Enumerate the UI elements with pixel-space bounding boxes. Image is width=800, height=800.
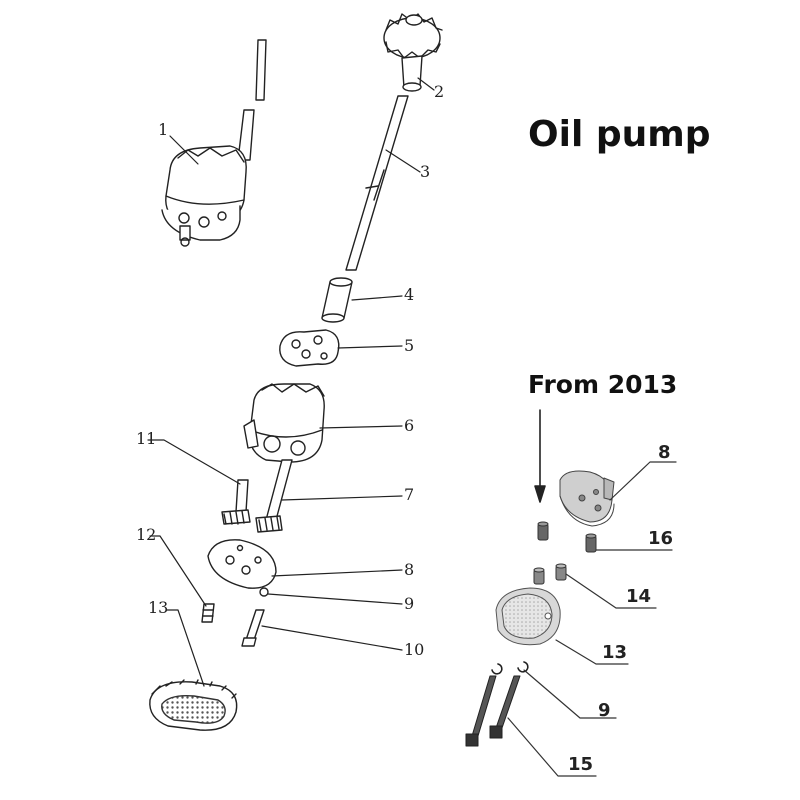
label-part-1: 1 xyxy=(158,120,169,139)
label-part-13: 13 xyxy=(148,598,169,617)
arrow-down xyxy=(534,409,546,503)
part-3-shaft xyxy=(345,95,409,271)
label-part-10: 10 xyxy=(404,640,425,659)
part-6-pump-body xyxy=(243,383,325,463)
new-part-9-circlips xyxy=(491,661,529,675)
part-4-sleeve xyxy=(321,277,353,323)
new-part-15-bolts xyxy=(465,675,521,747)
part-2-drive-gear xyxy=(383,13,443,92)
label-part-4: 4 xyxy=(404,285,415,304)
label-part-6: 6 xyxy=(404,416,415,435)
label-part-3: 3 xyxy=(420,162,431,181)
label-part-2: 2 xyxy=(434,82,445,101)
part-5-gasket xyxy=(279,329,340,367)
label-part-5: 5 xyxy=(404,336,415,355)
new-part-8-cover-plate xyxy=(559,470,615,527)
label-new-part-16: 16 xyxy=(648,528,674,549)
part-7-long-gear-shaft xyxy=(255,459,293,533)
label-new-part-9: 9 xyxy=(598,700,611,721)
new-part-16-dowel-pins xyxy=(537,521,597,553)
label-new-part-14: 14 xyxy=(626,586,652,607)
part-10-bolt xyxy=(241,609,265,647)
part-9-washer xyxy=(259,587,269,597)
part-13-oil-strainer xyxy=(149,679,238,731)
part-11-short-gear-shaft xyxy=(221,479,251,525)
label-new-part-13: 13 xyxy=(602,642,628,663)
part-12-plug-screw xyxy=(201,603,215,623)
label-part-11: 11 xyxy=(136,429,157,448)
label-new-part-15: 15 xyxy=(568,754,594,775)
new-part-13-oil-strainer xyxy=(495,587,561,646)
version-note: From 2013 xyxy=(528,370,678,399)
label-part-7: 7 xyxy=(404,485,415,504)
label-part-9: 9 xyxy=(404,594,415,613)
label-part-8: 8 xyxy=(404,560,415,579)
label-part-12: 12 xyxy=(136,525,157,544)
leader-lines-right xyxy=(507,461,677,777)
new-part-14-bushings xyxy=(533,563,567,585)
leader-lines-left xyxy=(147,77,435,687)
label-new-part-8: 8 xyxy=(658,442,671,463)
part-8-cover-plate xyxy=(207,539,277,589)
part-1-pump-assembly xyxy=(161,39,267,247)
diagram-title: Oil pump xyxy=(528,114,711,155)
